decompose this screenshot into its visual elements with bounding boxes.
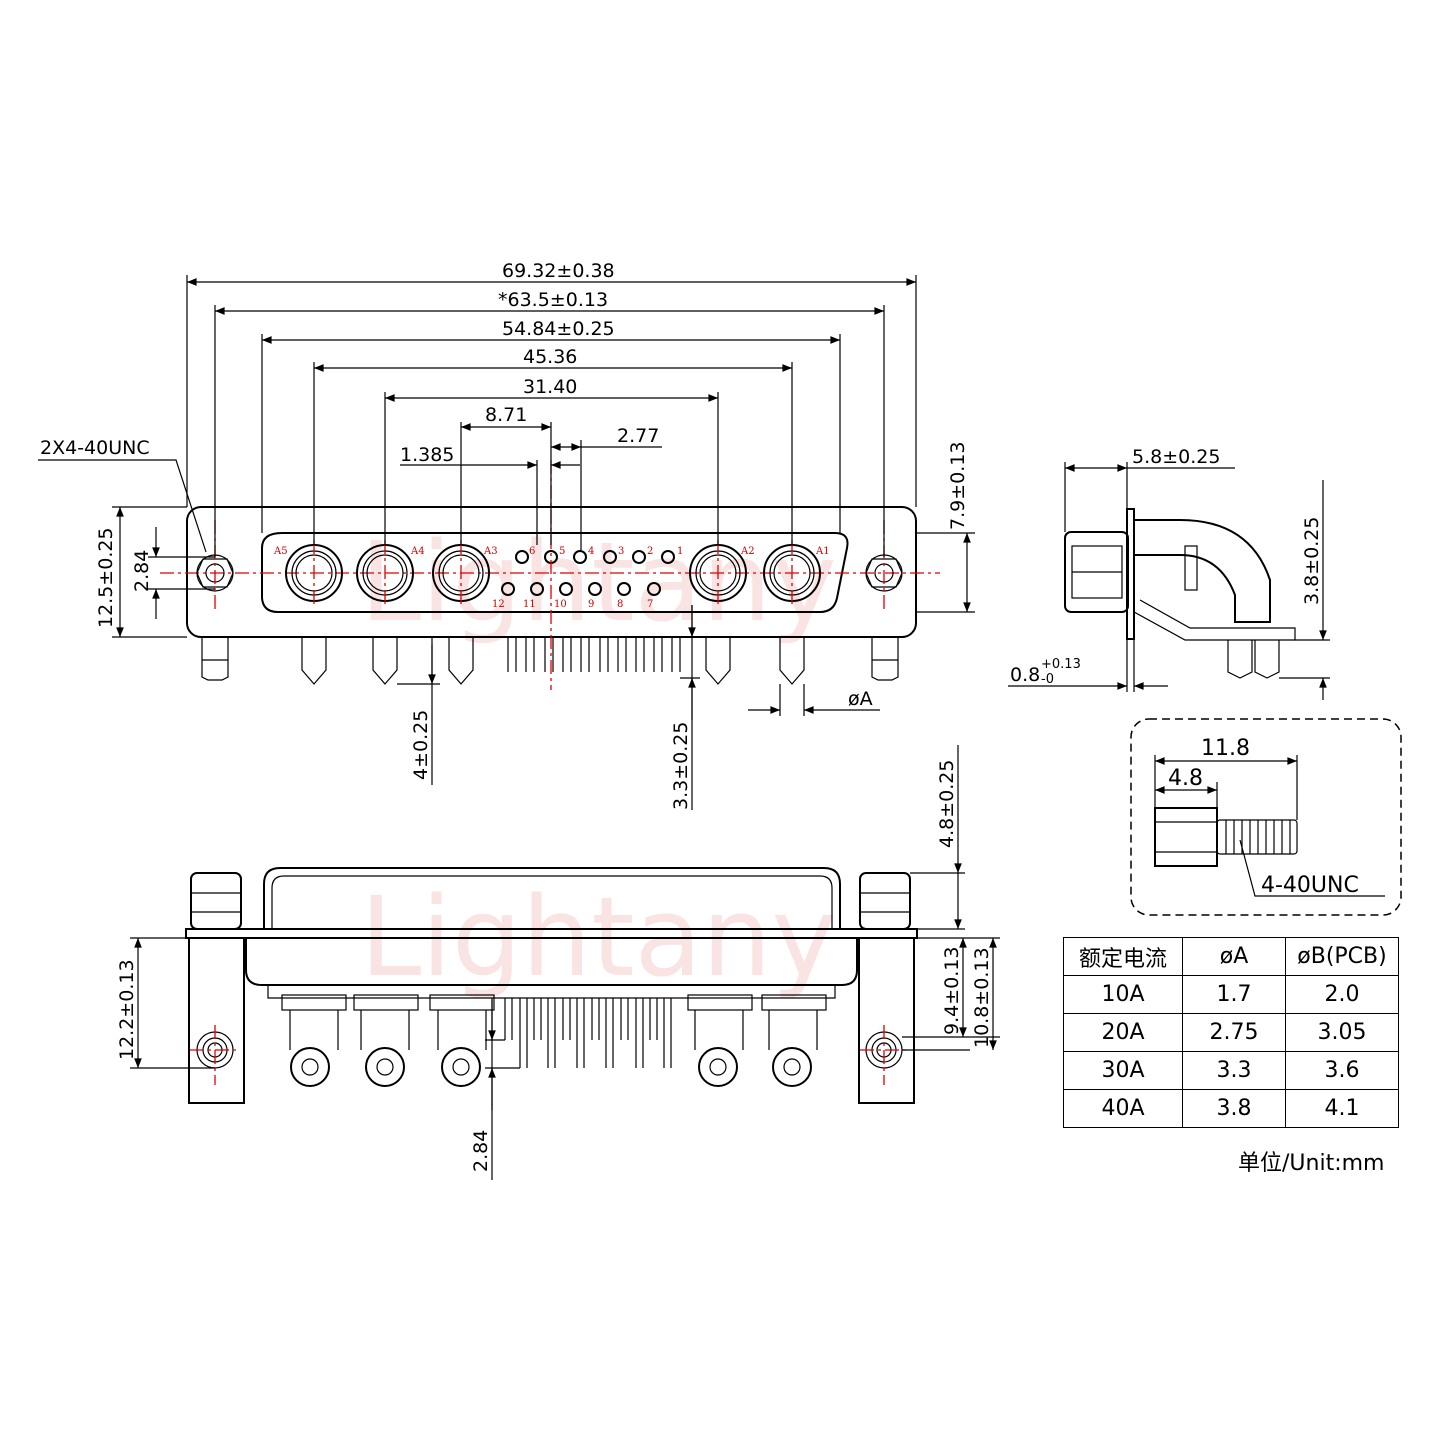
thread-label: 4-40UNC [1261, 873, 1359, 898]
contact-label: 12 [492, 599, 505, 610]
table-cell: 4.1 [1285, 1089, 1399, 1128]
table-cell: 10A [1063, 975, 1183, 1014]
table-header: øB(PCB) [1285, 937, 1399, 976]
dim-coax-to-center: 8.71 [485, 404, 527, 426]
table-header: 额定电流 [1063, 937, 1183, 976]
watermark: Lightany [360, 518, 837, 646]
dim-front-row-offset: 9.4±0.13 [941, 947, 963, 1035]
table-cell: 3.6 [1285, 1051, 1399, 1090]
dim-bracket-hole-depth: 12.2±0.13 [116, 959, 138, 1060]
contact-label: A3 [483, 546, 498, 557]
contact-label: 8 [617, 599, 623, 610]
dim-signal-pin-length: 3.3±0.25 [670, 722, 692, 810]
contact-label: A1 [815, 546, 830, 557]
dim-row-offset: 1.385 [400, 444, 454, 466]
contact-label: A4 [410, 546, 425, 557]
table-row: 30A 3.3 3.6 [1063, 1051, 1399, 1090]
unit-note: 单位/Unit:mm [1238, 1151, 1385, 1176]
contact-label: 2 [647, 546, 653, 557]
contact-label: 9 [588, 599, 594, 610]
contact-label: 6 [529, 546, 535, 557]
contact-label: A5 [273, 546, 288, 557]
contact-label: 11 [523, 599, 536, 610]
pin-diameter-label: øA [848, 688, 873, 710]
dim-outer-coax-span: 45.36 [523, 346, 577, 368]
table-cell: 3.3 [1182, 1051, 1286, 1090]
table-cell: 3.8 [1182, 1089, 1286, 1128]
dim-inner-coax-span: 31.40 [523, 376, 577, 398]
dim-side-depth: 5.8±0.25 [1132, 446, 1220, 468]
contact-label: 7 [647, 599, 653, 610]
table-row: 10A 1.7 2.0 [1063, 975, 1399, 1014]
dim-signal-pitch: 2.77 [617, 425, 659, 447]
dim-shell-height: 7.9±0.13 [947, 442, 969, 530]
contact-label: 1 [677, 546, 683, 557]
contact-label: 10 [554, 599, 567, 610]
table-header-row: 额定电流 øA øB(PCB) [1063, 937, 1399, 976]
dim-standoff-height: 4.8±0.25 [936, 760, 958, 848]
screw-label: 2X4-40UNC [40, 437, 150, 459]
table-cell: 2.75 [1182, 1013, 1286, 1052]
dim-plate-tol-minus: -0 [1041, 672, 1054, 687]
table-cell: 3.05 [1285, 1013, 1399, 1052]
contact-label: A2 [740, 546, 755, 557]
bottom-view: 4.8±0.25 12.2±0.13 9.4±0.13 10.8±0.13 2.… [116, 745, 1000, 1180]
contact-label: 3 [618, 546, 624, 557]
table-header: øA [1182, 937, 1286, 976]
dim-screw-length: 11.8 [1201, 736, 1250, 761]
current-spec-table: 额定电流 øA øB(PCB) 10A 1.7 2.0 20A 2.75 3.0… [1063, 937, 1399, 1128]
board-pins [201, 637, 899, 685]
table-cell: 30A [1063, 1051, 1183, 1090]
dim-plate-tol-plus: +0.13 [1041, 657, 1081, 672]
dim-mounting-hole-span: *63.5±0.13 [498, 289, 608, 311]
table-cell: 2.0 [1285, 975, 1399, 1014]
table-row: 40A 3.8 4.1 [1063, 1089, 1399, 1128]
table-cell: 20A [1063, 1013, 1183, 1052]
dim-side-pin-height: 3.8±0.25 [1301, 517, 1323, 605]
dim-shell-width: 54.84±0.25 [502, 318, 615, 340]
dim-hole-offset: 2.84 [131, 550, 153, 592]
contact-label: 4 [588, 546, 594, 557]
side-view: 5.8±0.25 3.8±0.25 0.8 +0.13 -0 [1008, 446, 1330, 700]
dim-row-pitch: 2.84 [470, 1130, 492, 1172]
dim-overall-width: 69.32±0.38 [502, 260, 615, 282]
screw-detail: 11.8 4.8 4-40UNC [1130, 718, 1402, 916]
dim-rear-row-offset: 10.8±0.13 [971, 947, 993, 1048]
dim-screw-head: 4.8 [1168, 766, 1203, 791]
contact-label: 5 [559, 546, 565, 557]
table-cell: 1.7 [1182, 975, 1286, 1014]
table-cell: 40A [1063, 1089, 1183, 1128]
dim-pin-length: 4±0.25 [410, 710, 432, 780]
dim-plate-thickness: 0.8 [1010, 664, 1040, 686]
table-row: 20A 2.75 3.05 [1063, 1013, 1399, 1052]
front-view: A5 A4 A3 6 5 4 3 2 1 A2 A1 12 11 10 9 8 … [38, 260, 975, 810]
dim-flange-height: 12.5±0.25 [95, 527, 117, 628]
